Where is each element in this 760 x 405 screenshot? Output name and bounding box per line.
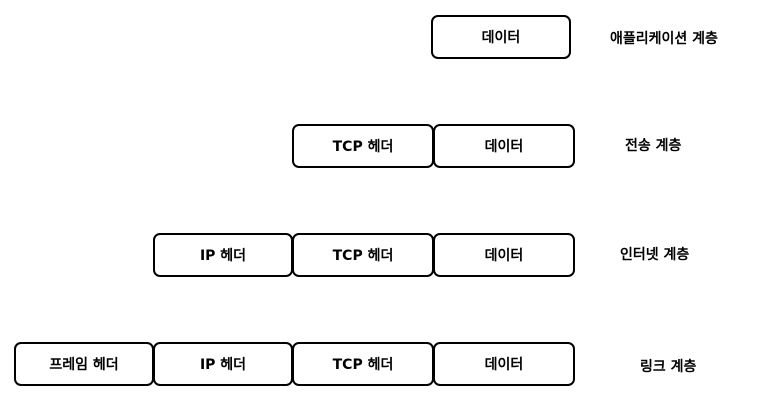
transport-data-box: 데이터 [433,124,575,168]
internet-ip-header-box: IP 헤더 [153,233,293,277]
internet-tcp-header-box: TCP 헤더 [292,233,434,277]
internet-data-box: 데이터 [433,233,575,277]
internet-layer-label: 인터넷 계층 [620,247,690,263]
link-layer-label: 링크 계층 [640,359,697,375]
link-frame-header-box: 프레임 헤더 [14,342,154,386]
link-tcp-header-box: TCP 헤더 [292,342,434,386]
link-ip-header-box: IP 헤더 [153,342,293,386]
link-data-box: 데이터 [433,342,575,386]
transport-tcp-header-box: TCP 헤더 [292,124,434,168]
application-data-box: 데이터 [431,15,571,59]
application-layer-label: 애플리케이션 계층 [610,31,718,47]
transport-layer-label: 전송 계층 [625,138,682,154]
